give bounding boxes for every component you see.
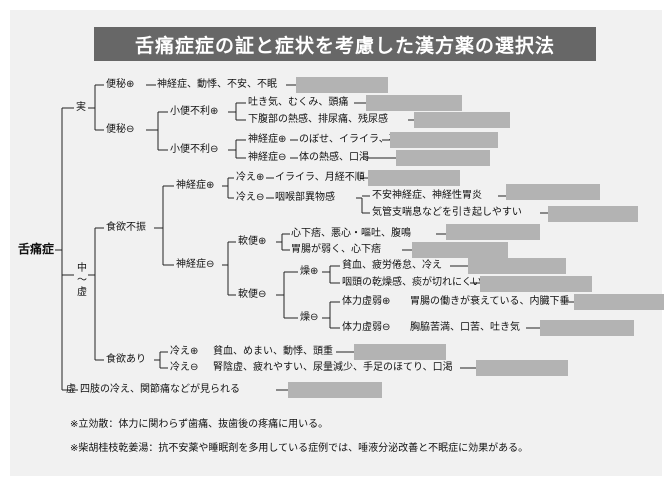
answer-box: [574, 294, 664, 310]
node-nanben-minus: 軟便⊖: [238, 289, 267, 300]
node-benpi-minus: 便秘⊖: [106, 124, 135, 135]
node-shinkei-plus-b: 神経症⊕: [176, 180, 215, 191]
symptom-shoben-plus-2: 下腹部の熱感、排尿痛、残尿感: [248, 114, 388, 125]
answer-box: [396, 150, 490, 166]
node-nanben-plus: 軟便⊕: [238, 236, 267, 247]
footnote-saiko: ※柴胡桂枝乾姜湯：抗不安薬や睡眠剤を多用している症例では、唾液分泌改善と不眠症に…: [70, 443, 529, 454]
branch-jitsu: 実: [76, 102, 86, 113]
node-tairyoku-minus: 体力虚弱⊖: [342, 322, 391, 333]
node-shokuyoku-fushin: 食欲不振: [106, 222, 146, 233]
title-bar: 舌痛症症の証と症状を考慮した漢方薬の選択法: [94, 27, 596, 61]
answer-box: [366, 95, 462, 111]
node-benpi-plus: 便秘⊕: [106, 79, 135, 90]
answer-box: [414, 112, 510, 128]
answer-box: [540, 320, 634, 336]
node-shinkei-minus-a: 神経症⊖: [248, 152, 287, 163]
answer-box: [506, 184, 600, 200]
symptom-hie-minus-a-1: 不安神経症、神経性胃炎: [372, 190, 482, 201]
node-sou-plus: 燥⊕: [300, 266, 319, 277]
answer-box: [390, 132, 498, 148]
symptom-shinkei-minus-a: 体の熱感、口渇: [299, 152, 369, 163]
node-shoben-minus: 小便不利⊖: [170, 144, 219, 155]
symptom-hie-minus-b: 腎陰虚、疲れやすい、尿量減少、手足のほてり、口渇: [213, 362, 453, 373]
symptom-sou-plus-1: 貧血、疲労倦怠、冷え: [342, 260, 442, 271]
branch-chukyo: 中〜虚: [77, 263, 87, 298]
footnote-rikkosan: ※立効散：体力に関わらず歯痛、抜歯後の疼痛に用いる。: [70, 419, 329, 430]
symptom-hie-plus-b: 貧血、めまい、動悸、頭重: [213, 346, 333, 357]
answer-box: [480, 276, 592, 292]
symptom-nanben-plus-2: 胃腸が弱く、心下痞: [291, 244, 381, 255]
answer-box: [468, 258, 566, 274]
node-shinkei-minus-b: 神経症⊖: [176, 259, 215, 270]
symptom-hie-plus-a: イライラ、月経不順: [275, 172, 365, 183]
node-hie-plus-a: 冷え⊕: [236, 172, 265, 183]
answer-box: [288, 382, 382, 398]
symptom-shinkei-plus-a: のぼせ、イライラ、不眠: [299, 134, 409, 145]
node-hie-minus-a: 冷え⊖: [236, 192, 265, 203]
symptom-benpi-plus: 神経症、動悸、不安、不眠: [157, 79, 277, 90]
answer-box: [296, 77, 388, 93]
node-sou-minus: 燥⊖: [300, 312, 319, 323]
symptom-hie-minus-a: 咽喉部異物感: [275, 192, 335, 203]
answer-box: [446, 224, 540, 240]
node-hie-plus-b: 冷え⊕: [170, 346, 199, 357]
branch-kyo: 虚: [66, 384, 76, 395]
node-shoben-plus: 小便不利⊕: [170, 106, 219, 117]
symptom-nanben-plus-1: 心下痞、悪心・嘔吐、腹鳴: [291, 228, 411, 239]
node-hie-minus-b: 冷え⊖: [170, 362, 199, 373]
answer-box: [412, 242, 508, 258]
answer-box: [368, 170, 460, 186]
node-tairyoku-plus: 体力虚弱⊕: [342, 296, 391, 307]
answer-box: [354, 344, 446, 360]
symptom-sou-plus-2: 咽頭の乾燥感、痰が切れにくい: [342, 277, 482, 288]
symptom-hie-minus-a-2: 気管支喘息などを引き起しやすい: [372, 207, 522, 218]
symptom-kyo: 四肢の冷え、関節痛などが見られる: [80, 384, 240, 395]
answer-box: [476, 360, 568, 376]
node-shinkei-plus-a: 神経症⊕: [248, 134, 287, 145]
diagram-title: 舌痛症症の証と症状を考慮した漢方薬の選択法: [134, 34, 555, 57]
root-label: 舌痛症: [18, 242, 55, 256]
symptom-tairyoku-minus: 胸脇苦満、口苦、吐き気: [410, 322, 520, 333]
symptom-shoben-plus-1: 吐き気、むくみ、頭痛: [248, 97, 349, 108]
answer-box: [548, 206, 638, 222]
symptom-tairyoku-plus: 胃腸の働きが衰えている、内臓下垂: [410, 296, 570, 307]
node-shokuyoku-ari: 食欲あり: [106, 354, 146, 365]
